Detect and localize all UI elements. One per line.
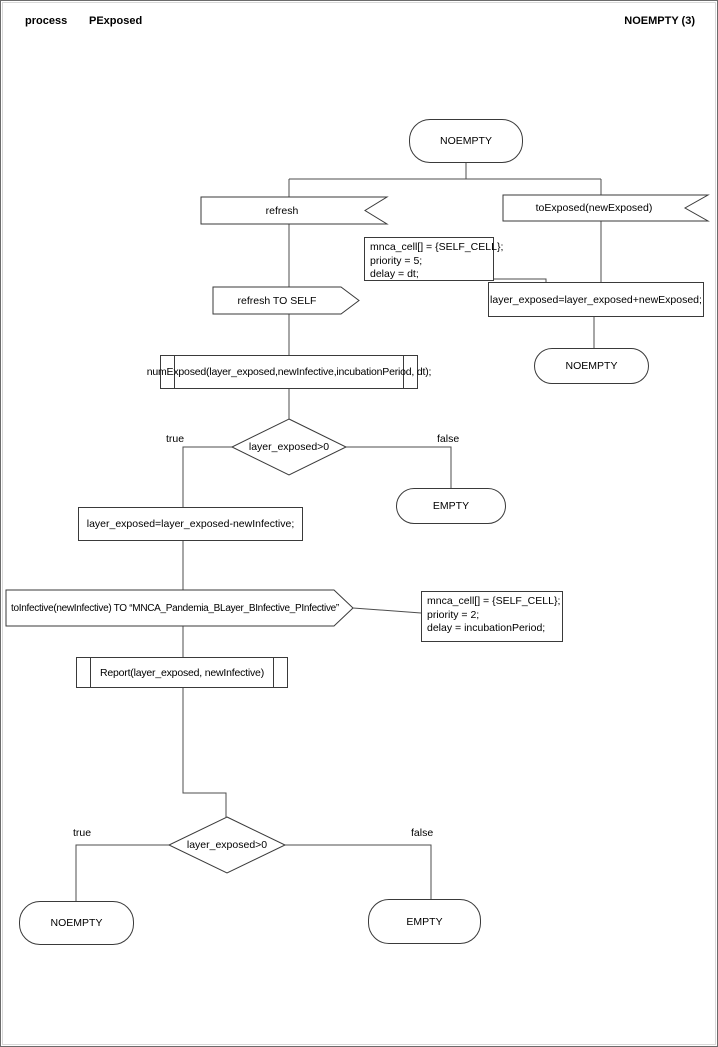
action-box-exposed-decrement: layer_exposed=layer_exposed-newInfective… bbox=[78, 507, 303, 541]
page-title: PExposed bbox=[89, 15, 143, 27]
guard-false-1: false bbox=[437, 433, 460, 445]
left-bar bbox=[90, 657, 91, 688]
state-label: EMPTY bbox=[406, 915, 443, 928]
note-line: delay = dt; bbox=[370, 268, 419, 280]
note-line: mnca_cell[] = {SELF_CELL}; bbox=[370, 241, 504, 253]
state-node-noempty-mid: NOEMPTY bbox=[534, 348, 649, 384]
send-signal-toinfective-label: toInfective(newInfective) TO “MNCA_Pande… bbox=[11, 602, 339, 614]
call-label: Report(layer_exposed, newInfective) bbox=[99, 666, 264, 679]
header-state-label: NOEMPTY (3) bbox=[624, 15, 695, 27]
receive-signal-refresh bbox=[200, 196, 389, 225]
note-line: mnca_cell[] = {SELF_CELL}; bbox=[427, 595, 561, 607]
connector-false bbox=[346, 446, 452, 488]
state-label: NOEMPTY bbox=[50, 917, 103, 929]
connector-lines bbox=[75, 163, 602, 901]
connector-true bbox=[75, 844, 169, 901]
note-box-refresh: mnca_cell[] = {SELF_CELL}; priority = 5;… bbox=[364, 237, 504, 281]
call-box-numexposed: numExposed(layer_exposed,newInfective,in… bbox=[147, 355, 431, 389]
decision-diamond-2 bbox=[167, 816, 287, 874]
receive-signal-refresh-label: refresh bbox=[265, 204, 299, 217]
guard-true-1: true bbox=[166, 433, 185, 445]
right-bar bbox=[403, 355, 404, 389]
send-signal-refresh-to-self bbox=[212, 286, 360, 315]
call-box-report: Report(layer_exposed, newInfective) bbox=[76, 657, 288, 688]
state-node-start: NOEMPTY bbox=[409, 119, 523, 163]
send-signal-refresh-label: refresh TO SELF bbox=[237, 294, 317, 307]
note-box-toinfective: mnca_cell[] = {SELF_CELL}; priority = 2;… bbox=[421, 591, 563, 642]
action-label: layer_exposed=layer_exposed-newInfective… bbox=[86, 518, 295, 530]
left-bar bbox=[174, 355, 175, 389]
state-node-empty-mid: EMPTY bbox=[396, 488, 506, 524]
note-line: priority = 2; bbox=[427, 608, 480, 621]
right-bar bbox=[273, 657, 274, 688]
call-label: numExposed(layer_exposed,newInfective,in… bbox=[146, 366, 432, 378]
receive-signal-toexposed bbox=[502, 194, 710, 222]
note-connector bbox=[494, 278, 547, 283]
action-label: layer_exposed=layer_exposed+newExposed; bbox=[490, 293, 702, 306]
connector bbox=[182, 688, 227, 817]
guard-false-2: false bbox=[411, 827, 434, 839]
note-connector bbox=[352, 607, 422, 614]
signal-shapes bbox=[5, 194, 710, 874]
action-box-exposed-increment: layer_exposed=layer_exposed+newExposed; bbox=[488, 282, 704, 317]
decision-diamond-1 bbox=[230, 418, 348, 476]
connector-false bbox=[285, 844, 432, 899]
decision1-label: layer_exposed>0 bbox=[248, 441, 330, 453]
state-node-noempty-bottom: NOEMPTY bbox=[19, 901, 134, 945]
process-kind-label: process bbox=[25, 15, 68, 27]
connector-true bbox=[182, 446, 232, 507]
decision2-label: layer_exposed>0 bbox=[186, 839, 268, 851]
receive-signal-toexposed-label: toExposed(newExposed) bbox=[535, 202, 653, 214]
state-label: NOEMPTY bbox=[440, 135, 492, 147]
note-line: priority = 5; bbox=[370, 254, 423, 267]
state-label: EMPTY bbox=[432, 500, 470, 512]
note-line: delay = incubationPeriod; bbox=[427, 622, 546, 634]
send-signal-toinfective bbox=[5, 589, 354, 627]
state-node-empty-bottom: EMPTY bbox=[368, 899, 481, 944]
guard-true-2: true bbox=[73, 827, 92, 839]
state-label: NOEMPTY bbox=[565, 360, 618, 372]
